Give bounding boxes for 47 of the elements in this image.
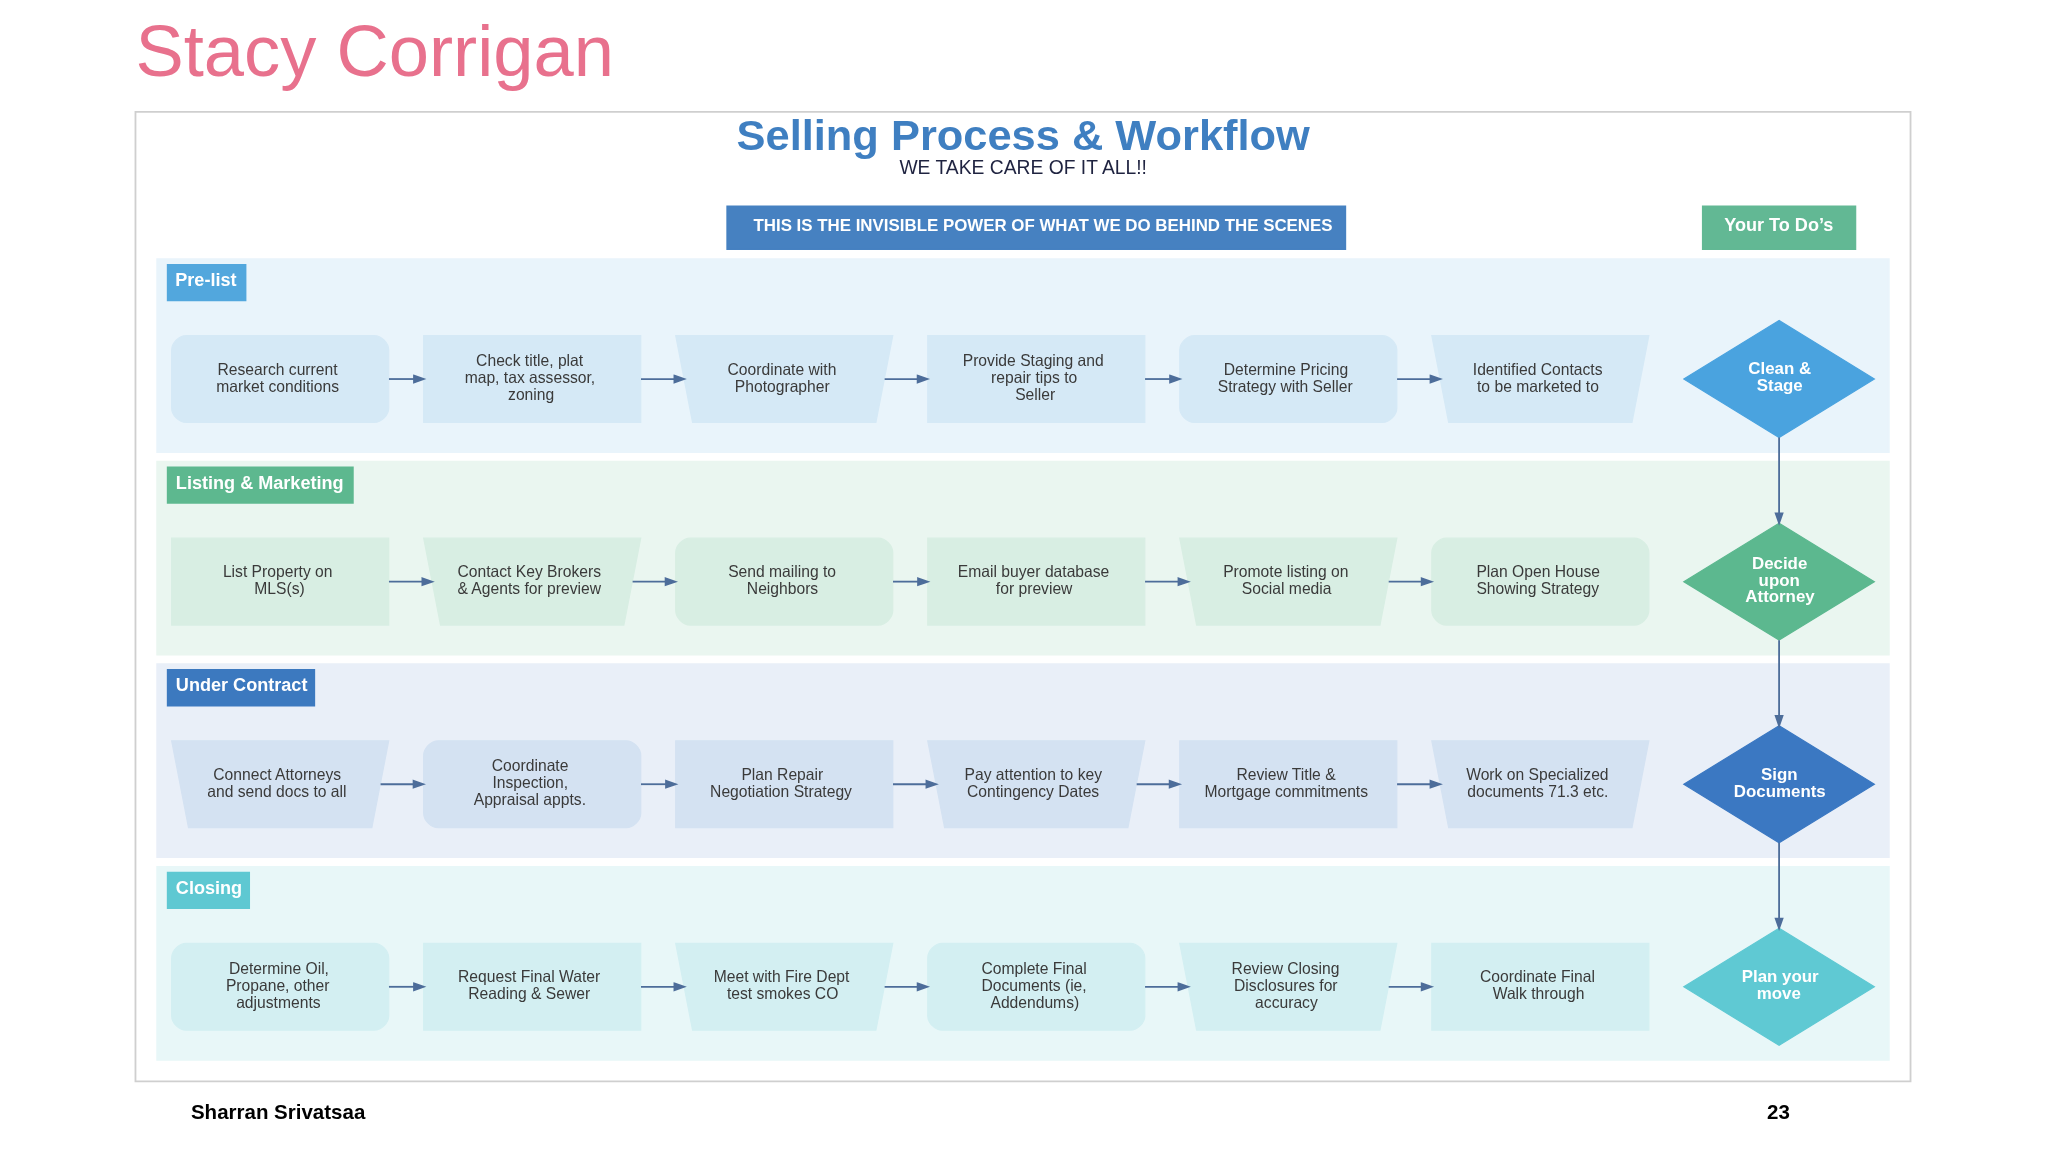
node-diamond: Clean & Stage — [1682, 319, 1876, 439]
node-box: Coordinate Inspection, Appraisal appts. — [423, 740, 642, 829]
node-box: Provide Staging and repair tips to Seller — [927, 335, 1146, 424]
node-box: THIS IS THE INVISIBLE POWER OF WHAT WE DO BEHIND THE SCENES — [726, 205, 1347, 250]
node-box: Plan Open House Showing Strategy — [1431, 537, 1650, 626]
arrow — [883, 374, 931, 384]
arrow — [640, 982, 687, 992]
arrow — [1135, 779, 1183, 789]
arrow — [1144, 577, 1191, 587]
node-box: List Property on MLS(s) — [171, 537, 390, 626]
node-box: Send mailing to Neighbors — [675, 537, 894, 626]
arrow — [892, 577, 931, 587]
arrow — [1387, 577, 1435, 587]
arrow — [388, 374, 427, 384]
node-diamond: Sign Documents — [1682, 725, 1876, 844]
node-box: Request Final Water Reading & Sewer — [423, 942, 642, 1031]
diagram-title: Stacy Corrigan — [135, 10, 614, 91]
node-box: Plan Repair Negotiation Strategy — [675, 740, 894, 829]
node-box: Determine Pricing Strategy with Seller — [1179, 335, 1398, 424]
arrow — [388, 577, 435, 587]
node-box: Complete Final Documents (ie, Addendums) — [927, 942, 1146, 1031]
node-box: Research current market conditions — [171, 335, 390, 424]
arrow — [1396, 779, 1443, 789]
arrow — [1774, 841, 1784, 931]
arrow — [892, 779, 939, 789]
node-box: Coordinate Final Walk through — [1431, 942, 1650, 1031]
arrow — [640, 374, 687, 384]
arrow — [1774, 436, 1784, 526]
node-box: Review Title & Mortgage commitments — [1179, 740, 1398, 829]
node-box: Your To Do’s — [1701, 205, 1857, 250]
label: Sharran Srivatsaa — [190, 1099, 366, 1123]
arrow — [1396, 374, 1443, 384]
arrow — [883, 982, 931, 992]
node-box: Determine Oil, Propane, other adjustments — [171, 942, 390, 1031]
arrow — [388, 982, 427, 992]
arrow — [1144, 982, 1191, 992]
node-diamond: Decide upon Attorney — [1682, 522, 1876, 641]
label: 23 — [1767, 1099, 1790, 1123]
node-box: Check title, plat map, tax assessor, zoning — [423, 335, 642, 424]
arrow — [1774, 639, 1784, 729]
arrow — [631, 577, 678, 587]
node-box: Email buyer database for preview — [927, 537, 1146, 626]
arrow — [1387, 982, 1435, 992]
node-diamond: Plan your move — [1682, 927, 1876, 1046]
arrow — [1144, 374, 1183, 384]
arrow — [640, 779, 679, 789]
arrow — [379, 779, 426, 789]
